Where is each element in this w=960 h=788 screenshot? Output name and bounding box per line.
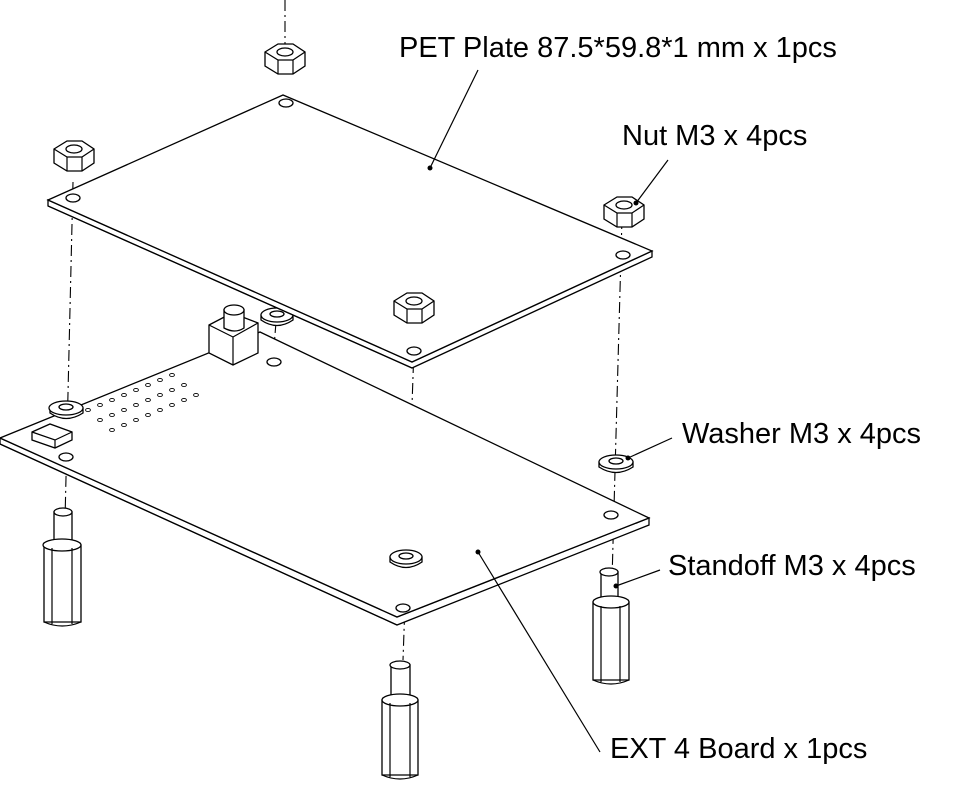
standoff-left: [42, 507, 82, 627]
header-pin-hole: [193, 392, 199, 398]
header-pin-hole: [181, 397, 187, 403]
washer-right: [598, 454, 634, 474]
header-pin-hole: [121, 407, 127, 413]
header-pin-hole: [181, 382, 187, 388]
header-pin-hole: [145, 412, 151, 418]
nut-front: [393, 292, 435, 324]
leader-lines: [427, 69, 673, 753]
header-connector: [31, 423, 73, 449]
nut-back: [264, 43, 306, 75]
leader-ext-board: [477, 551, 601, 753]
header-pin-hole: [157, 407, 163, 413]
header-pin-hole: [157, 377, 163, 383]
header-pin-hole: [133, 417, 139, 423]
nut-label: Nut M3 x 4pcs: [622, 120, 808, 152]
header-pin-hole: [121, 392, 127, 398]
plate-mounting-holes: [65, 98, 631, 356]
leader-standoff: [615, 569, 661, 587]
button-switch: [208, 304, 259, 366]
leader-pet-plate: [429, 69, 479, 169]
header-pin-hole: [145, 397, 151, 403]
board-mounting-holes: [58, 357, 619, 613]
ext-board-label: EXT 4 Board x 1pcs: [610, 733, 868, 765]
nut-left: [53, 140, 95, 172]
pet-plate-label: PET Plate 87.5*59.8*1 mm x 1pcs: [399, 32, 837, 64]
header-pin-hole: [169, 402, 175, 408]
header-pin-hole: [157, 392, 163, 398]
header-pin-hole: [97, 402, 103, 408]
header-pin-hole: [109, 397, 115, 403]
standoff-front: [381, 660, 419, 780]
header-pin-hole: [145, 382, 151, 388]
header-pin-hole: [85, 407, 91, 413]
nut-right: [603, 196, 645, 228]
header-pin-hole: [121, 422, 127, 428]
header-pin-hole: [169, 372, 175, 378]
standoff-label: Standoff M3 x 4pcs: [668, 550, 916, 582]
leader-washer: [627, 437, 673, 459]
washer-label: Washer M3 x 4pcs: [682, 418, 922, 450]
header-pin-hole: [109, 427, 115, 433]
header-pin-grid: [85, 372, 199, 433]
washer-front: [389, 549, 423, 569]
leader-nut: [635, 159, 669, 204]
washer-left: [48, 400, 84, 420]
ext-4-board: [0, 304, 651, 626]
header-pin-hole: [109, 412, 115, 418]
header-pin-hole: [97, 417, 103, 423]
header-pin-hole: [133, 402, 139, 408]
pet-plate: [46, 94, 654, 369]
standoff-right: [592, 567, 630, 685]
header-pin-hole: [133, 387, 139, 393]
header-pin-hole: [169, 387, 175, 393]
